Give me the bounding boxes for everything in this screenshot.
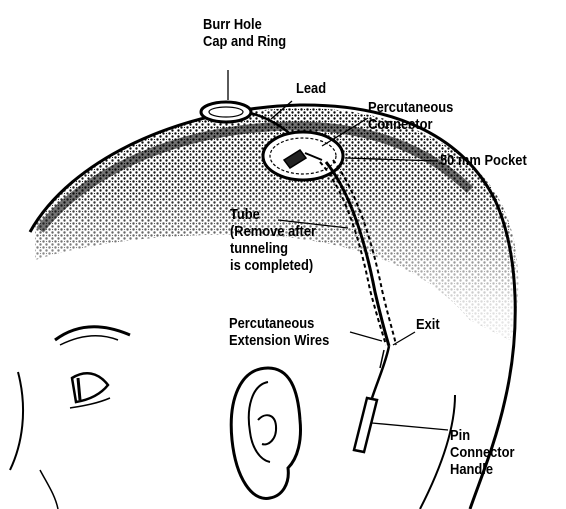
tube-label-line4: is completed)	[230, 257, 316, 274]
burr-hole-label-line1: Burr Hole	[203, 16, 286, 33]
burr-hole-cap	[201, 102, 251, 122]
ear	[231, 368, 300, 498]
exit-label: Exit	[416, 316, 440, 333]
lead-label: Lead	[296, 80, 326, 97]
percutaneous-connector-label: Percutaneous Connector	[368, 99, 453, 133]
pin-connector-handle	[354, 398, 377, 452]
pin-connector-label-line1: Pin	[450, 427, 515, 444]
extension-wires-label: Percutaneous Extension Wires	[229, 315, 329, 349]
percutaneous-connector-label-line2: Connector	[368, 116, 453, 133]
pocket-label-line1: 50 mm Pocket	[440, 152, 527, 169]
eyebrow	[55, 327, 130, 340]
lead-label-line1: Lead	[296, 80, 326, 97]
percutaneous-connector-label-line1: Percutaneous	[368, 99, 453, 116]
burr-hole-label-line2: Cap and Ring	[203, 33, 286, 50]
extension-wires-label-line1: Percutaneous	[229, 315, 329, 332]
pin-connector-label-line2: Connector	[450, 444, 515, 461]
pocket-label: 50 mm Pocket	[440, 152, 527, 169]
extension-wires-label-line2: Extension Wires	[229, 332, 329, 349]
pin-connector-label-line3: Handle	[450, 461, 515, 478]
pin-connector-label: Pin Connector Handle	[450, 427, 515, 478]
face-edge	[10, 372, 23, 470]
extension-wire	[372, 346, 389, 398]
tube-label: Tube (Remove after tunneling is complete…	[230, 206, 316, 274]
tube-label-line1: Tube	[230, 206, 316, 223]
tube-label-line2: (Remove after	[230, 223, 316, 240]
tube-label-line3: tunneling	[230, 240, 316, 257]
exit-label-line1: Exit	[416, 316, 440, 333]
burr-hole-label: Burr Hole Cap and Ring	[203, 16, 286, 50]
